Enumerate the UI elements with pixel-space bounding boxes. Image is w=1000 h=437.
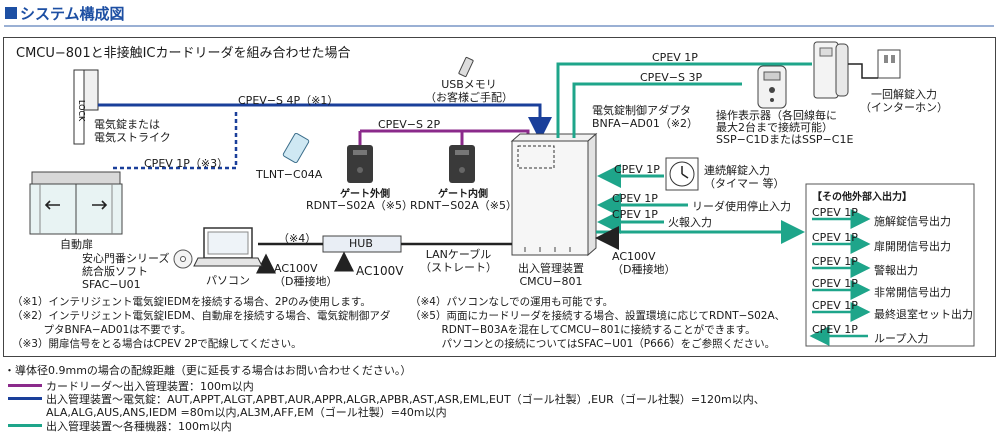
fire-label: 火報入力 xyxy=(668,216,712,229)
hub-power-label: AC100V xyxy=(356,264,404,278)
note-left-3: プタBNFA−AD01は不要です。 xyxy=(12,324,192,336)
other-io-title: 【その他外部入出力】 xyxy=(812,192,912,203)
other-io-label-6: ループ入力 xyxy=(874,332,929,345)
reader-inner-device xyxy=(449,145,475,183)
interphone-cable-label: CPEV 1P xyxy=(652,51,698,64)
usb-memory-device xyxy=(458,56,474,78)
svg-text:LOCK: LOCK xyxy=(77,100,86,122)
legend-row-blue: 出入管理装置〜電気錠：AUT,APPT,ALGT,APBT,AUR,APPR,A… xyxy=(46,393,765,406)
note-right-1: （※4）パソコンなしでの運用も可能です。 xyxy=(410,296,614,308)
other-io-arrows xyxy=(809,209,871,346)
timer-label: 連続解錠入力（タイマー 等） xyxy=(704,164,785,190)
controller-power-label: AC100V（D種接地） xyxy=(612,250,676,276)
usb-label: USBメモリ（お客様ご手配） xyxy=(425,78,513,104)
note-right-2: （※5）両面にカードリーダを接続する場合、設置環境に応じてRDNT−S02A、 xyxy=(410,310,786,322)
other-io-cable-1: CPEV 1P xyxy=(812,206,858,219)
note-right-4: パソコンとの接続についてはSFAC−U01（P666）をご参照ください。 xyxy=(410,338,776,350)
pc-note-label: （※4） xyxy=(278,232,317,245)
page-title: システム構成図 xyxy=(20,5,125,23)
tlnt-label: TLNT−C04A xyxy=(256,168,323,181)
tlnt-card-device xyxy=(282,132,310,164)
header-rule xyxy=(4,25,994,27)
pc-device xyxy=(193,227,263,267)
reader-stop-label: リーダ使用停止入力 xyxy=(692,200,791,213)
lock-cable-label: CPEV−S 4P（※1） xyxy=(238,94,339,107)
other-io-cable-4: CPEV 1P xyxy=(812,277,858,290)
header-square-icon xyxy=(5,7,17,19)
reader-outer-device xyxy=(347,145,373,183)
other-io-label-5: 最終退室セット出力 xyxy=(874,308,973,321)
other-io-cable-6: CPEV 1P xyxy=(812,323,858,336)
hub-power-arrow xyxy=(334,251,354,272)
reader-cable-label: CPEV−S 2P xyxy=(378,118,441,131)
pc-label: パソコン xyxy=(206,274,250,287)
fire-cable-label: CPEV 1P xyxy=(612,208,658,221)
legend-swatch-teal xyxy=(8,424,42,427)
panel-title: CMCU−801と非接触ICカードリーダを組み合わせた場合 xyxy=(16,46,351,61)
legend-swatch-blue xyxy=(8,397,42,400)
reader-inner-model: RDNT−S02A（※5） xyxy=(410,199,517,212)
auto-door-device xyxy=(29,171,123,235)
controller-device xyxy=(510,132,598,257)
reader-inner-tag: ゲート内側 xyxy=(438,189,488,200)
section-header: システム構成図 xyxy=(0,0,1000,27)
interphone-cable xyxy=(556,62,812,138)
note-left-1: （※1）インテリジェント電気錠IEDMを接続する場合、2Pのみ使用します。 xyxy=(12,296,371,308)
lan-cable-label: LANケーブル（ストレート） xyxy=(420,248,497,274)
stop-cable-label: CPEV 1P xyxy=(612,192,658,205)
legend-row-purple: カードリーダ〜出入管理装置：100m以内 xyxy=(46,380,254,393)
lock-cable xyxy=(98,103,552,141)
software-cd-icon xyxy=(173,249,193,269)
operation-display-device xyxy=(757,65,787,109)
hub-label: HUB xyxy=(349,237,373,250)
legend-row-blue-cont: ALA,ALG,AUS,ANS,IEDM =80m以内,AL3M,AFF,EM（… xyxy=(46,406,447,419)
other-io-label-2: 扉開閉信号出力 xyxy=(874,240,951,253)
door-lock-label: 電気錠または電気ストライク xyxy=(94,118,171,144)
display-cable xyxy=(572,82,742,138)
legend-swatch-purple xyxy=(8,384,42,387)
reader-outer-model: RDNT−S02A（※5） xyxy=(306,199,413,212)
note-left-4: （※3）開扉信号をとる場合はCPEV 2Pで配線してください。 xyxy=(12,338,302,350)
other-io-label-1: 施解錠信号出力 xyxy=(874,215,951,228)
interphone-label: 一回解錠入力（インターホン） xyxy=(860,88,948,114)
timer-device xyxy=(665,157,699,191)
display-label: 操作表示器（各回線毎に最大2台まで接続可能）SSP−C1DまたはSSP−C1E xyxy=(716,109,854,146)
reader-outer-tag: ゲート外側 xyxy=(340,189,390,200)
pc-power-label: AC100V（D種接地） xyxy=(274,262,338,288)
other-io-label-4: 非常開信号出力 xyxy=(874,286,951,299)
note-right-3: RDNT−B03Aを混在してCMCU−801に接続することができます。 xyxy=(410,324,756,336)
autodoor-cable xyxy=(110,112,238,170)
other-io-cable-2: CPEV 1P xyxy=(812,231,858,244)
other-io-box xyxy=(805,183,975,347)
reader-cable xyxy=(360,129,530,143)
note-left-2: （※2）インテリジェント電気錠IEDM、自動扉を接続する場合、電気錠制御アダ xyxy=(12,310,391,322)
door-lock-device: LOCK xyxy=(73,69,99,145)
display-cable-label: CPEV−S 3P xyxy=(640,71,703,84)
adapter-slot xyxy=(517,145,555,169)
other-io-cable-5: CPEV 1P xyxy=(812,299,858,312)
autodoor-cable-label: CPEV 1P（※3） xyxy=(144,157,229,170)
other-io-cable-3: CPEV 1P xyxy=(812,255,858,268)
timer-cable-label: CPEV 1P xyxy=(614,163,660,176)
legend-row-teal: 出入管理装置〜各種機器：100m以内 xyxy=(46,420,232,433)
legend-header: ・導体径0.9mmの場合の配線距離（更に延長する場合はお問い合わせください。） xyxy=(4,364,412,377)
other-io-label-3: 警報出力 xyxy=(874,264,918,277)
interphone-device xyxy=(813,41,901,99)
auto-door-label: 自動扉 xyxy=(60,238,93,251)
